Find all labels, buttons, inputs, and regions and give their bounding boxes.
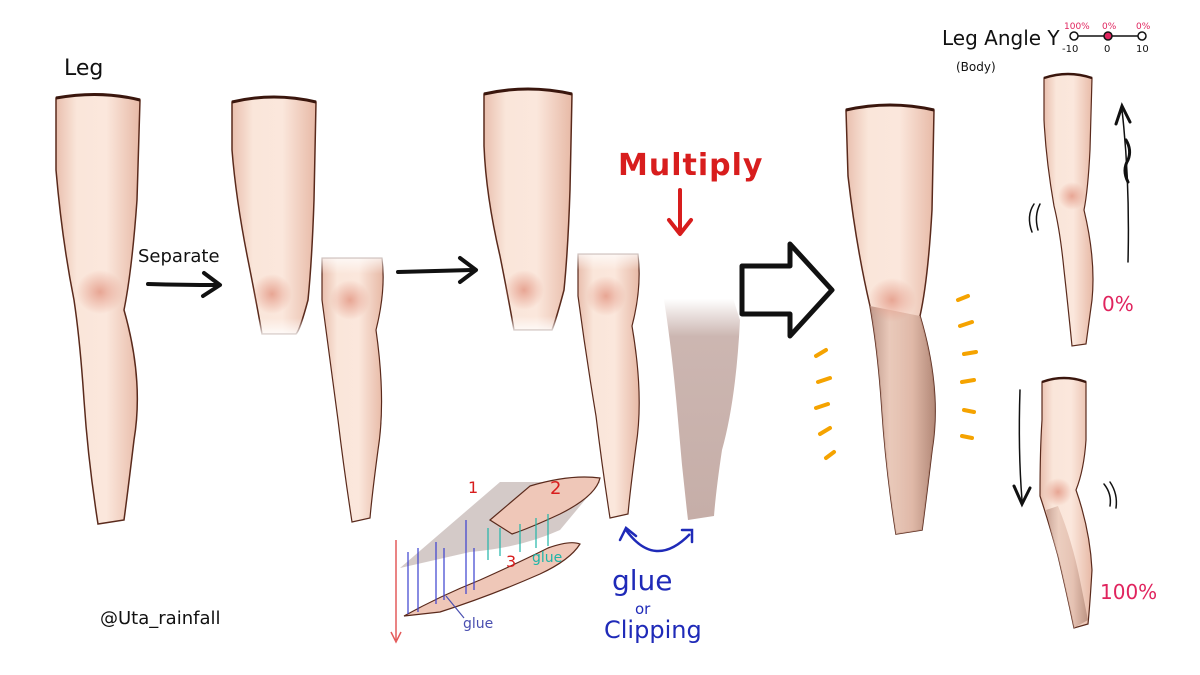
slider-tick-right: 10 [1136,44,1149,55]
next-arrow [396,256,478,284]
leg-separated-lower [318,252,388,523]
glue-curve-arrow [618,526,694,553]
slider-percent-left: 100% [1064,22,1090,32]
leg-step3-lower [574,248,644,519]
leg-step3-upper [483,87,573,334]
leg-angle-0 [1043,72,1094,347]
layer-number-3: 3 [506,552,517,571]
glue-small-label: glue [463,616,494,632]
percent-100-label: 100% [1100,580,1158,604]
leg-title: Leg [64,56,104,81]
slider-tick-center: 0 [1104,44,1111,55]
clipping-label: Clipping [604,616,702,644]
author-handle: @Uta_rainfall [100,608,221,629]
multiply-down-arrow [667,188,693,236]
glue-teal-label: glue [532,550,563,566]
percent-0-label: 0% [1102,292,1134,316]
emphasis-marks [814,294,978,460]
angle-slider [1069,31,1147,41]
or-label: or [635,600,651,618]
leg-angle-100 [1039,376,1093,629]
leg-result [845,103,936,535]
body-label: (Body) [956,60,996,74]
slider-point-center [1103,31,1113,41]
glue-label: glue [612,564,673,597]
slider-percent-right: 0% [1136,22,1151,32]
layer-diagram [390,476,601,644]
leg-angle-title: Leg Angle Y [942,26,1060,50]
multiply-layer [650,244,740,520]
slider-point-right [1137,31,1147,41]
separate-label: Separate [138,246,220,267]
separate-arrow [146,271,222,298]
multiply-label: Multiply [618,148,764,183]
slider-percent-center: 0% [1102,22,1117,32]
layer-number-2: 2 [550,478,562,499]
motion-marks [1012,102,1132,509]
leg-separated-upper [231,95,317,338]
big-hollow-arrow [739,241,835,339]
layer-number-1: 1 [468,478,479,497]
leg-full [55,92,141,525]
slider-point-left [1069,31,1079,41]
slider-tick-left: -10 [1062,44,1079,55]
